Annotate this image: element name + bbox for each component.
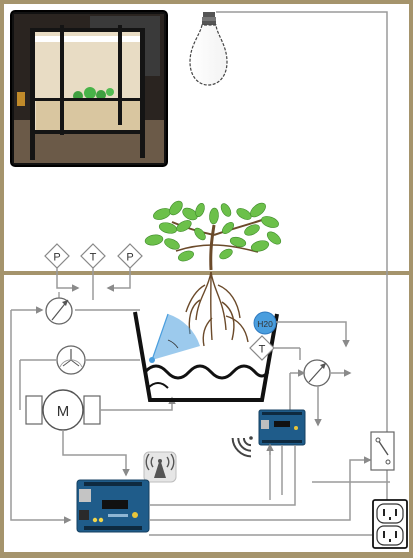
power-outlet xyxy=(372,499,408,549)
water-level-sensor: H20 xyxy=(253,311,277,335)
pressure-gauge-icon xyxy=(56,345,86,375)
pump-motor: M xyxy=(25,389,101,431)
arduino-board-right xyxy=(258,409,306,446)
plant-icon xyxy=(144,200,282,271)
h2o-sensor-label: H20 xyxy=(257,319,273,329)
wifi-icon-right xyxy=(231,436,253,458)
sensor-p-right-label: P xyxy=(126,252,133,264)
grow-box-photo xyxy=(10,10,168,167)
sensor-wires xyxy=(10,268,140,524)
level-sensor-beam xyxy=(149,313,200,363)
sensor-p-left: P xyxy=(44,243,70,269)
sensor-p-right: P xyxy=(117,243,143,269)
sensor-t-label: T xyxy=(90,252,97,264)
air-valve-icon xyxy=(45,292,73,325)
flow-valve-icon xyxy=(303,359,331,387)
light-bulb-icon xyxy=(189,12,228,86)
relay-switch xyxy=(370,431,395,471)
water-temp-label: T xyxy=(259,344,266,356)
plant-pots xyxy=(73,87,114,101)
water-tank xyxy=(133,311,279,402)
arduino-board-main xyxy=(76,479,150,533)
plant-roots xyxy=(185,271,249,347)
water-temp-sensor: T xyxy=(249,335,275,361)
motor-label: M xyxy=(57,403,70,420)
power-wire xyxy=(216,11,388,500)
sensor-t: T xyxy=(80,243,106,269)
wireless-tower-icon xyxy=(143,451,177,483)
sensor-p-left-label: P xyxy=(53,252,60,264)
